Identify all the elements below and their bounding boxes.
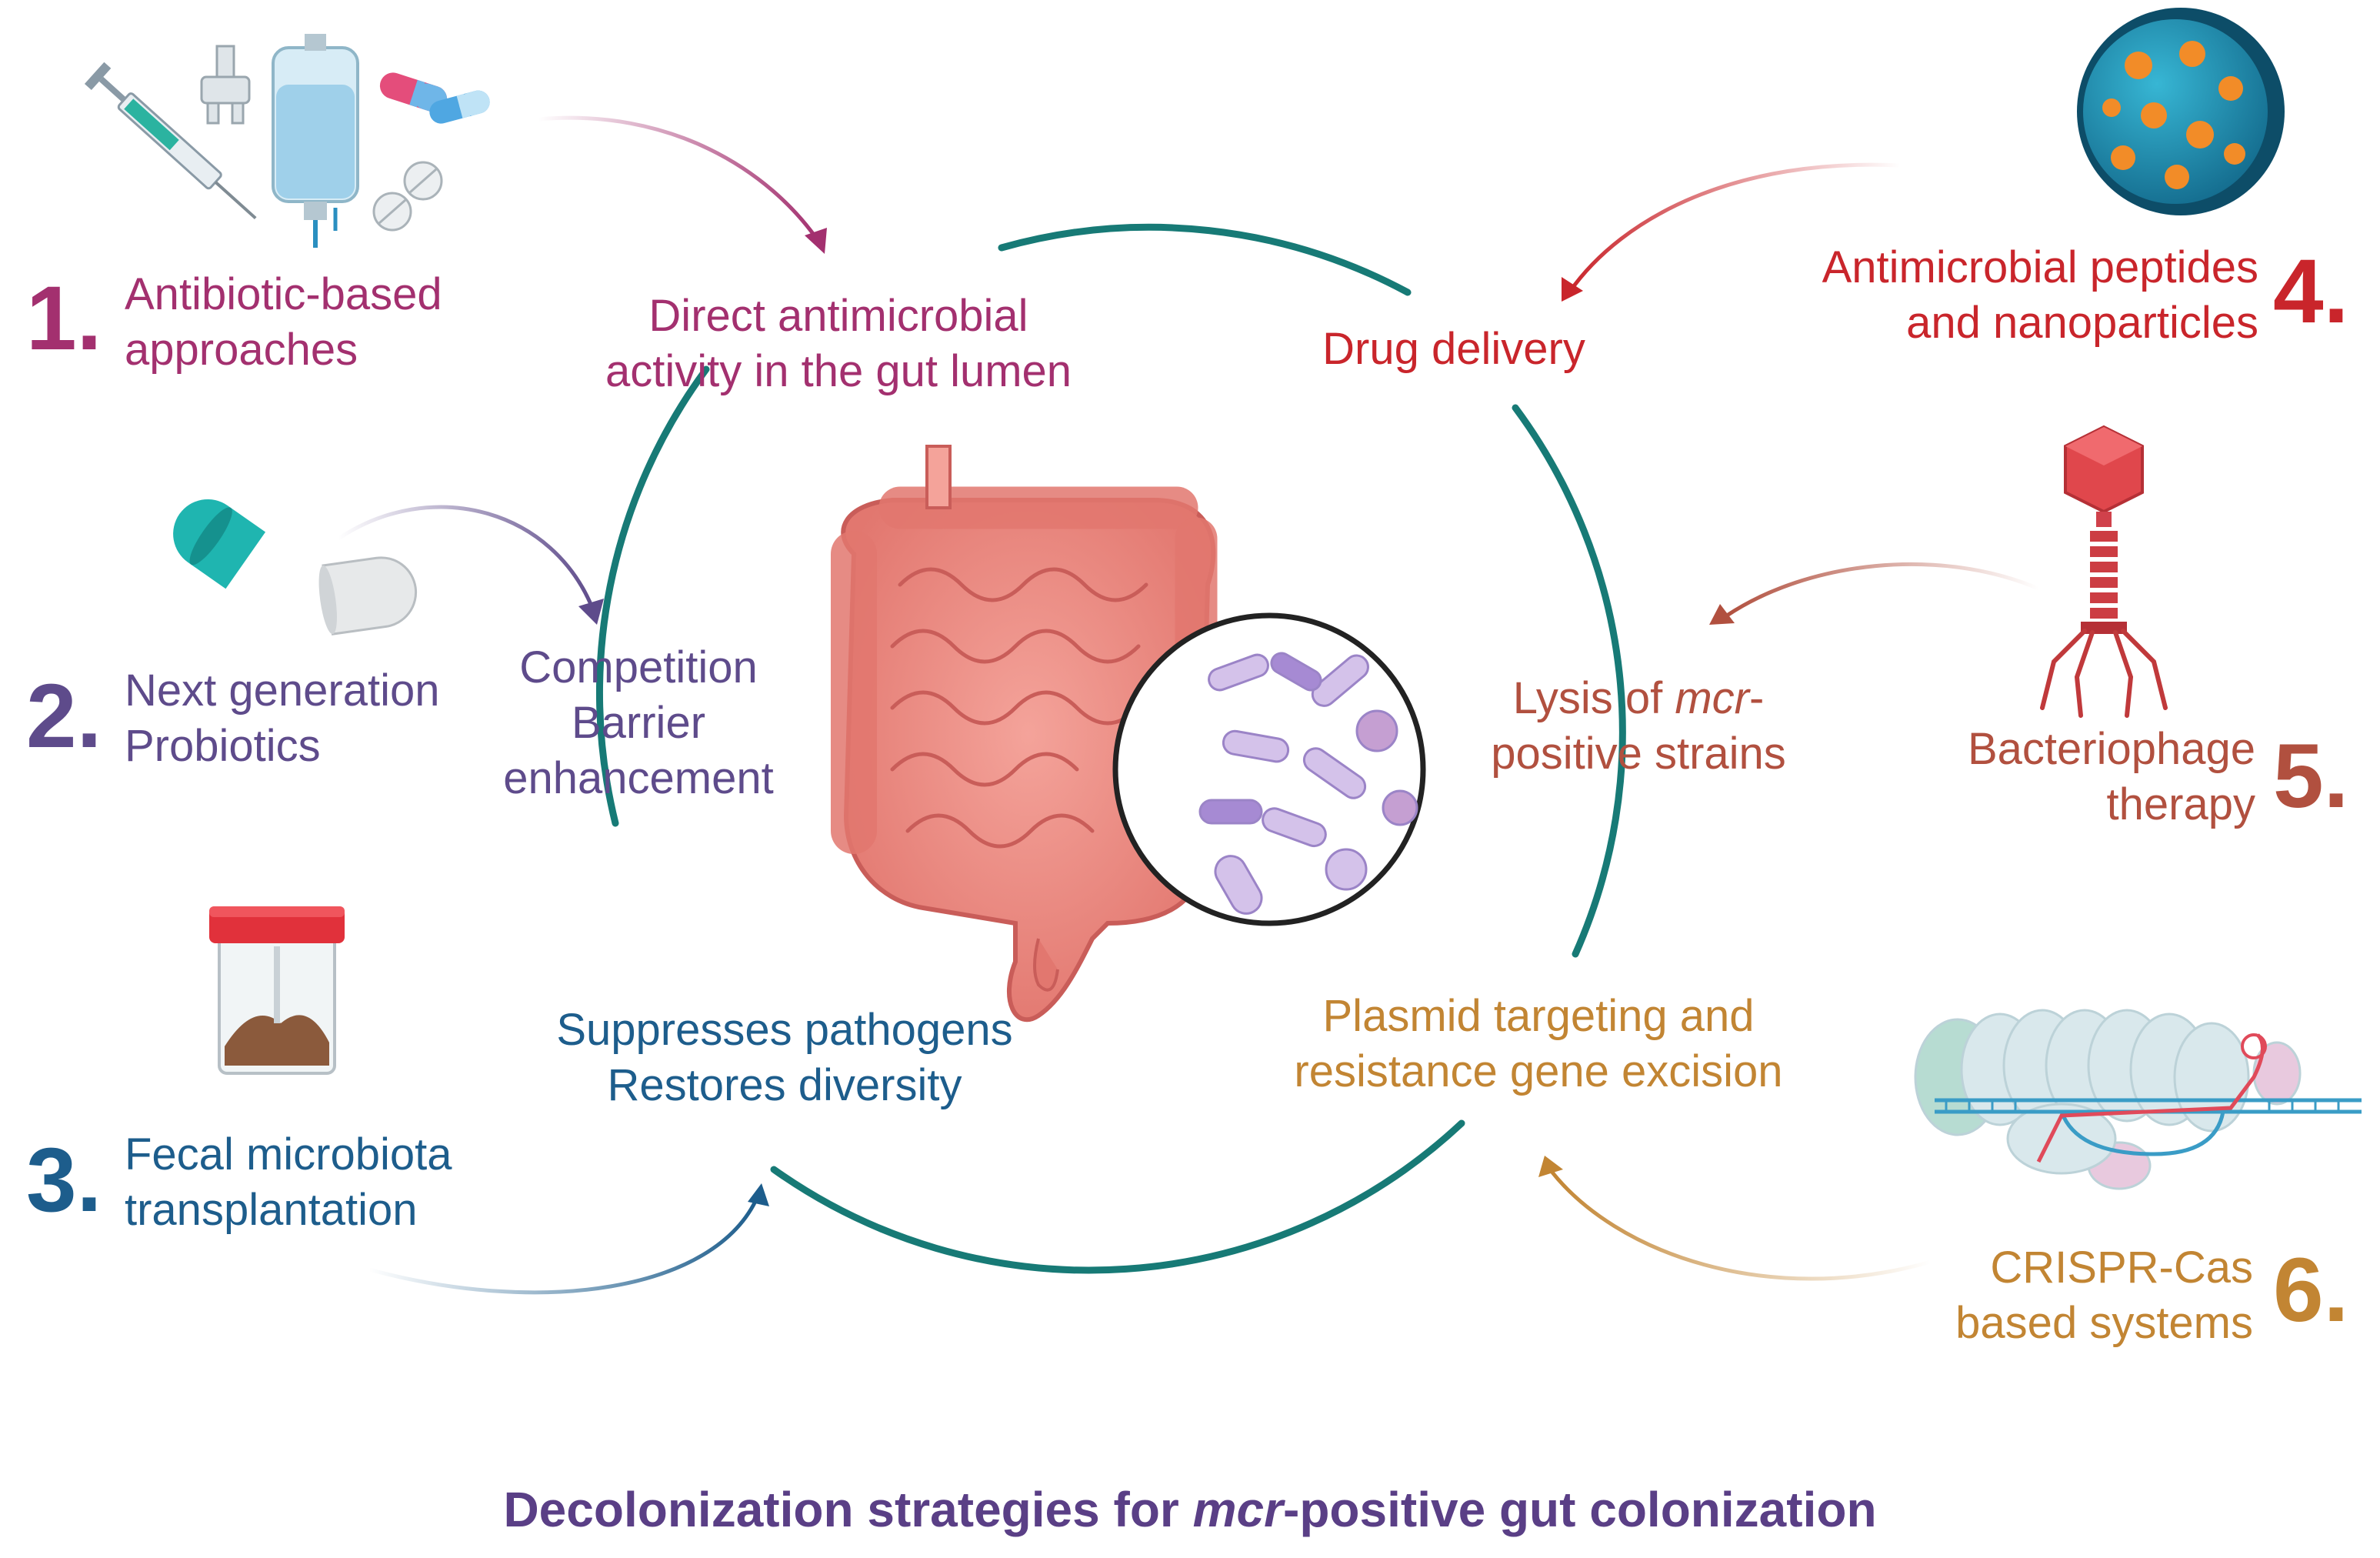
gene-name-mcr: mcr [1675,673,1749,723]
nanoparticle-icon [2077,8,2285,215]
capsule-icon [173,499,418,636]
strategy-number-3: 3. [26,1129,102,1231]
strategy-label-crispr: CRISPR-Cas based systems [1955,1240,2253,1351]
strategy-number-6: 6. [2273,1239,2349,1341]
mechanism-suppresses: Suppresses pathogens Restores diversity [515,1003,1054,1113]
strategy-label-fmt: Fecal microbiota transplantation [125,1127,452,1238]
strategy-label-bacteriophage: Bacteriophage therapy [1968,722,2255,832]
label-line: Lysis of mcr- [1438,671,1838,726]
label-line: Suppresses pathogens [556,1005,1013,1055]
label-line: activity in the gut lumen [605,346,1072,396]
strategy-number-5: 5. [2273,726,2349,827]
lysis-text-post: - [1748,673,1765,723]
strategy-label-antibiotic: Antibiotic-based approaches [125,267,442,378]
arrow-crispr [1538,1156,1932,1281]
label-line: resistance gene excision [1294,1046,1783,1096]
cycle-arc-top [998,223,1412,296]
lysis-text-pre: Lysis of [1512,673,1675,723]
label-line: Antibiotic-based [125,269,442,319]
arrow-nanoparticle [1562,162,1901,302]
label-line: Competition [519,642,758,692]
label-line: CRISPR-Cas [1990,1243,2253,1293]
label-line: Next generation [125,666,440,716]
tablet-pill-icon [372,161,443,232]
label-line: approaches [125,325,358,375]
label-line: positive strains [1491,729,1786,779]
figure-title: Decolonization strategies for mcr-positi… [0,1481,2380,1538]
label-line: and nanoparticles [1906,298,2258,348]
label-line: Plasmid targeting and [1322,991,1755,1041]
syringe-icon [84,62,257,220]
mechanism-plasmid-targeting: Plasmid targeting and resistance gene ex… [1254,989,1823,1099]
central-cycle-ring [595,223,1626,1274]
label-line: transplantation [125,1185,418,1235]
label-line: Fecal microbiota [125,1129,452,1179]
antibiotic-icons [84,34,490,248]
cycle-arc-bottom [770,1119,1465,1274]
title-post: -positive gut colonization [1283,1482,1877,1537]
strategy-label-nanoparticles: Antimicrobial peptides and nanoparticles [1822,240,2258,351]
strategy-number-2: 2. [26,666,102,767]
strategy-number-1: 1. [26,268,102,369]
title-gene: mcr [1192,1482,1284,1537]
intestine-illustration [831,445,1218,1023]
cycle-arc-right [1512,404,1626,958]
label-line: therapy [2106,779,2255,829]
strategy-label-probiotics: Next generation Probiotics [125,663,439,774]
arrow-probiotic [337,505,604,625]
label-line: Probiotics [125,721,321,771]
crispr-cas-icon [1914,1009,2362,1190]
label-line: Drug delivery [1322,324,1585,374]
strategy-number-4: 4. [2273,241,2349,342]
sample-jar-icon [209,906,345,1075]
label-line: Bacteriophage [1967,724,2255,774]
capsule-pill-icon [379,72,448,112]
label-line: enhancement [503,753,774,803]
mechanism-direct-antimicrobial: Direct antimicrobial activity in the gut… [585,289,1092,399]
iv-connector-icon [200,45,251,125]
mechanism-lysis: Lysis of mcr- positive strains [1438,671,1838,782]
arrow-fmt [368,1183,769,1295]
mechanism-drug-delivery: Drug delivery [1300,322,1608,377]
gut-with-bacteria-icon [831,445,1426,1023]
title-pre: Decolonization strategies for [503,1482,1193,1537]
cycle-arc-left [595,365,710,827]
label-line: Antimicrobial peptides [1822,242,2258,292]
label-line: Direct antimicrobial [648,291,1028,341]
arrow-antibiotic [538,115,827,254]
label-line: Barrier [571,698,706,748]
capsule-pill-icon-2 [429,90,490,124]
bacteriophage-icon [2040,425,2168,718]
iv-bag-icon [272,34,359,248]
mechanism-competition: Competition Barrier enhancement [477,640,800,806]
label-line: Restores diversity [607,1060,962,1110]
label-line: based systems [1955,1298,2253,1348]
arrow-phage [1709,562,2039,625]
magnified-bacteria-view [1112,612,1426,926]
